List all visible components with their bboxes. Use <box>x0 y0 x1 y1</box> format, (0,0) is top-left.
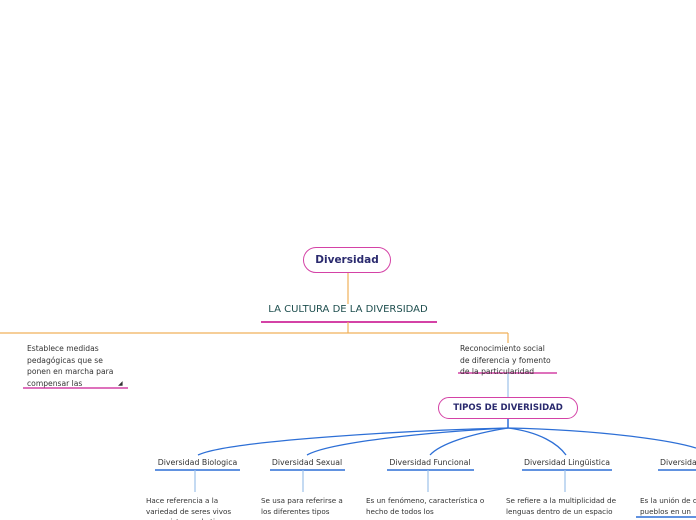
left-note[interactable]: Establece medidas pedagógicas que se pon… <box>27 344 114 388</box>
root-node[interactable]: Diversidad <box>303 247 391 273</box>
desc-funcional[interactable]: Es un fenómeno, característica o hecho d… <box>366 496 485 516</box>
curve-funcional <box>429 427 509 456</box>
subtopic-linguistica[interactable]: Diversidad Lingüistica <box>523 458 611 467</box>
tipos-label: TIPOS DE DIVERISIDAD <box>453 403 563 413</box>
curve-biologica <box>197 427 509 456</box>
subtopic-biologica[interactable]: Diversidad Biologica <box>157 458 238 467</box>
right-note[interactable]: Reconocimiento social de diferencia y fo… <box>460 344 551 376</box>
root-label: Diversidad <box>315 254 379 266</box>
desc-biologica[interactable]: Hace referencia a la variedad de seres v… <box>146 496 232 520</box>
desc-diversidad[interactable]: Es la unión de diferentes pueblos en un <box>640 496 696 516</box>
main-topic-title[interactable]: LA CULTURA DE LA DIVERSIDAD <box>268 304 428 315</box>
curve-diversidad <box>507 427 696 449</box>
collapse-marker-icon[interactable]: ◢ <box>118 380 123 387</box>
subtopic-funcional[interactable]: Diversidad Funcional <box>389 458 471 467</box>
desc-sexual[interactable]: Se usa para referirse a los diferentes t… <box>261 496 343 516</box>
subtopic-diversidad[interactable]: Diversidad <box>660 458 696 467</box>
tipos-node[interactable]: TIPOS DE DIVERISIDAD <box>438 397 578 419</box>
desc-linguistica[interactable]: Se refiere a la multiplicidad de lenguas… <box>506 496 616 516</box>
curve-linguistica <box>507 427 567 456</box>
subtopic-sexual[interactable]: Diversidad Sexual <box>271 458 343 467</box>
curve-sexual <box>306 427 509 456</box>
